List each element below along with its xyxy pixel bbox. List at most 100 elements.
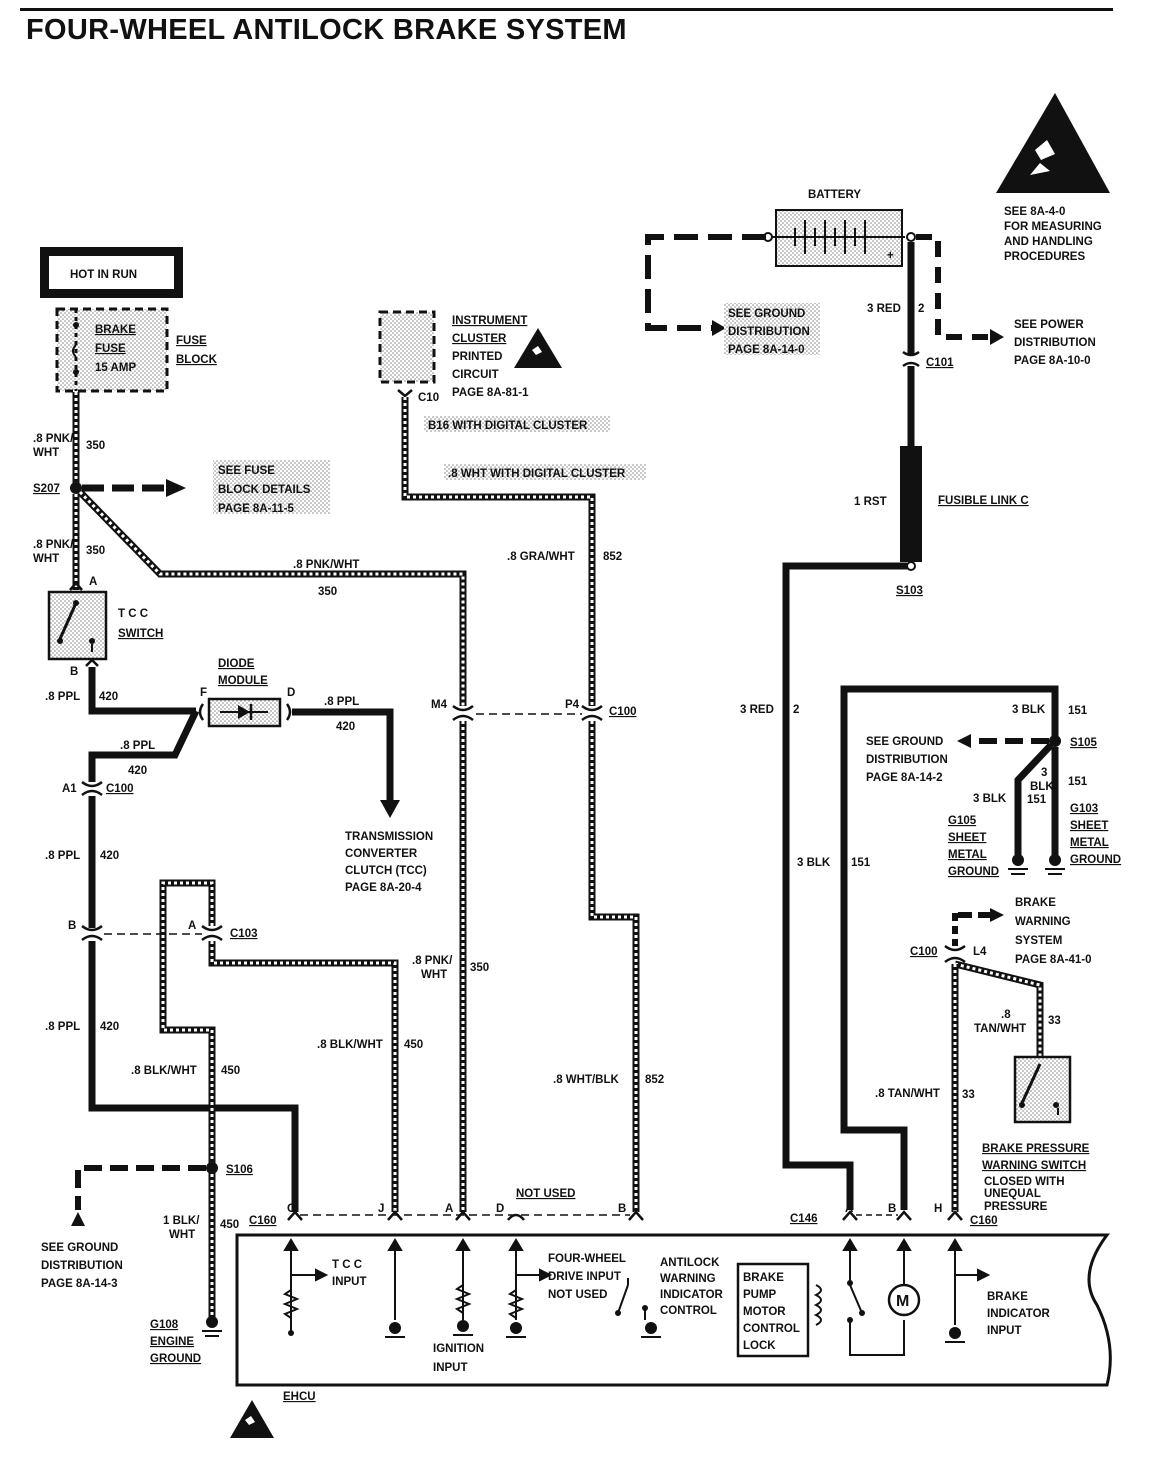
not-used-label: NOT USED [516,1188,575,1200]
svg-text:BRAKE: BRAKE [987,1291,1028,1303]
svg-text:BRAKE: BRAKE [1015,897,1056,909]
wire-blk-wht-450 [208,941,399,1212]
svg-text:TRANSMISSION: TRANSMISSION [345,831,433,843]
svg-text:G103: G103 [1070,803,1098,815]
circuit-number: 33 [962,1089,975,1101]
arrow-right-icon [712,320,726,336]
ignition-input-label: IGNITION INPUT [433,1343,484,1374]
svg-text:BRAKE: BRAKE [95,324,136,336]
svg-text:3: 3 [1041,767,1047,779]
circuit-number: 420 [100,850,119,862]
svg-text:LOCK: LOCK [743,1340,776,1352]
see-fuse-block: SEE FUSE BLOCK DETAILS PAGE 8A-11-5 [213,460,330,515]
svg-text:FUSE: FUSE [95,343,126,355]
wire-ppl-420 [88,709,200,782]
wire-label: .8 PPL [45,1021,80,1033]
connector-label: S106 [226,1164,253,1176]
svg-text:TAN/WHT: TAN/WHT [974,1023,1026,1035]
connector-c160 [287,1210,644,1221]
ehcu-module [235,1233,1112,1387]
svg-text:CLOSED WITH: CLOSED WITH [984,1176,1065,1188]
circuit-number: 2 [793,704,799,716]
g108-label: G108 ENGINE GROUND [150,1319,201,1365]
fuse-block-label: FUSE BLOCK [176,335,218,366]
svg-text:DISTRIBUTION: DISTRIBUTION [41,1260,123,1272]
circuit-number: 420 [99,691,118,703]
pin-label: A [89,576,97,588]
see-ground-bottom: SEE GROUND DISTRIBUTION PAGE 8A-14-3 [41,1242,123,1290]
svg-text:PRINTED: PRINTED [452,351,502,363]
connector-label: C100 [910,946,938,958]
svg-text:SEE POWER: SEE POWER [1014,319,1084,331]
svg-text:ANTILOCK: ANTILOCK [660,1257,720,1269]
svg-text:FOR MEASURING: FOR MEASURING [1004,221,1102,233]
svg-text:INPUT: INPUT [433,1362,468,1374]
battery-ground-wire [645,234,766,331]
arrow-down-icon [380,800,400,818]
svg-text:WHT: WHT [33,447,59,459]
tcc-switch [47,590,108,661]
svg-text:G108: G108 [150,1319,179,1331]
svg-text:WHT: WHT [421,969,447,981]
svg-text:PAGE 8A-81-1: PAGE 8A-81-1 [452,387,529,399]
circuit-number: 350 [86,545,105,557]
wire-g105 [1014,742,1054,855]
wire-wht-blk-852 [588,721,640,1212]
circuit-number: 420 [128,765,147,777]
ground-g105-icon [1008,854,1028,875]
splice-s105 [1049,735,1061,747]
svg-text:PROCEDURES: PROCEDURES [1004,251,1085,263]
tcc-page-ref: TRANSMISSION CONVERTER CLUTCH (TCC) PAGE… [345,831,433,894]
wire-label: .8 PPL [45,691,80,703]
connector-label: C100 [106,783,134,795]
svg-text:SEE 8A-4-0: SEE 8A-4-0 [1004,206,1065,218]
esd-warning-icon [514,328,562,368]
arrow-right-icon [990,329,1004,345]
wire-3-red-main [782,562,907,1210]
svg-text:INDICATOR: INDICATOR [987,1308,1051,1320]
connector-c146 [842,1210,963,1221]
svg-text:UNEQUAL: UNEQUAL [984,1188,1041,1200]
wire-label: .8 PNK/ WHT [33,433,74,459]
wire-label: .8 PNK/ WHT [33,539,74,565]
circuit-number: 450 [220,1219,239,1231]
pin-label: J [378,1203,384,1215]
svg-text:.8 PNK/: .8 PNK/ [33,539,74,551]
svg-text:DISTRIBUTION: DISTRIBUTION [866,754,948,766]
svg-text:PRESSURE: PRESSURE [984,1201,1048,1213]
svg-text:MOTOR: MOTOR [743,1306,786,1318]
wire-ppl-420 [88,941,299,1212]
note: B16 WITH DIGITAL CLUSTER [428,420,588,432]
tcc-switch-label: T C C SWITCH [118,608,163,640]
wire-label: .8 WHT/BLK [553,1074,619,1086]
note: .8 WHT WITH DIGITAL CLUSTER [448,468,626,480]
svg-text:PAGE 8A-14-2: PAGE 8A-14-2 [866,772,942,784]
arrow-right-icon [990,908,1004,922]
circuit-number: 151 [1068,776,1088,788]
svg-text:CONTROL: CONTROL [743,1323,800,1335]
pin-label: B [618,1203,626,1215]
esd-warning-icon [996,93,1110,193]
connector-label: C101 [926,357,954,369]
circuit-number: 852 [603,551,622,563]
svg-text:WARNING: WARNING [1015,916,1071,928]
splice-s103 [906,561,916,571]
wire-label: 3 BLK [973,793,1007,805]
pin-label: P4 [565,699,580,711]
svg-text:CLUSTER: CLUSTER [452,333,507,345]
pin-label: B [70,666,78,678]
connector-label: C10 [418,392,439,404]
svg-text:CLUTCH (TCC): CLUTCH (TCC) [345,865,427,877]
svg-text:T C C: T C C [118,608,148,620]
svg-text:GROUND: GROUND [948,866,999,878]
svg-text:SEE FUSE: SEE FUSE [218,465,275,477]
svg-text:SYSTEM: SYSTEM [1015,935,1062,947]
see-ground-mid: SEE GROUND DISTRIBUTION PAGE 8A-14-2 [866,736,948,784]
brake-pressure-switch-label: BRAKE PRESSURE WARNING SWITCH CLOSED WIT… [982,1143,1090,1213]
svg-text:CONVERTER: CONVERTER [345,848,418,860]
svg-text:INPUT: INPUT [987,1325,1022,1337]
svg-text:INSTRUMENT: INSTRUMENT [452,315,527,327]
connector-label: S207 [33,483,60,495]
connector-label: S105 [1070,737,1097,749]
wire-label: 3 RED [867,303,901,315]
